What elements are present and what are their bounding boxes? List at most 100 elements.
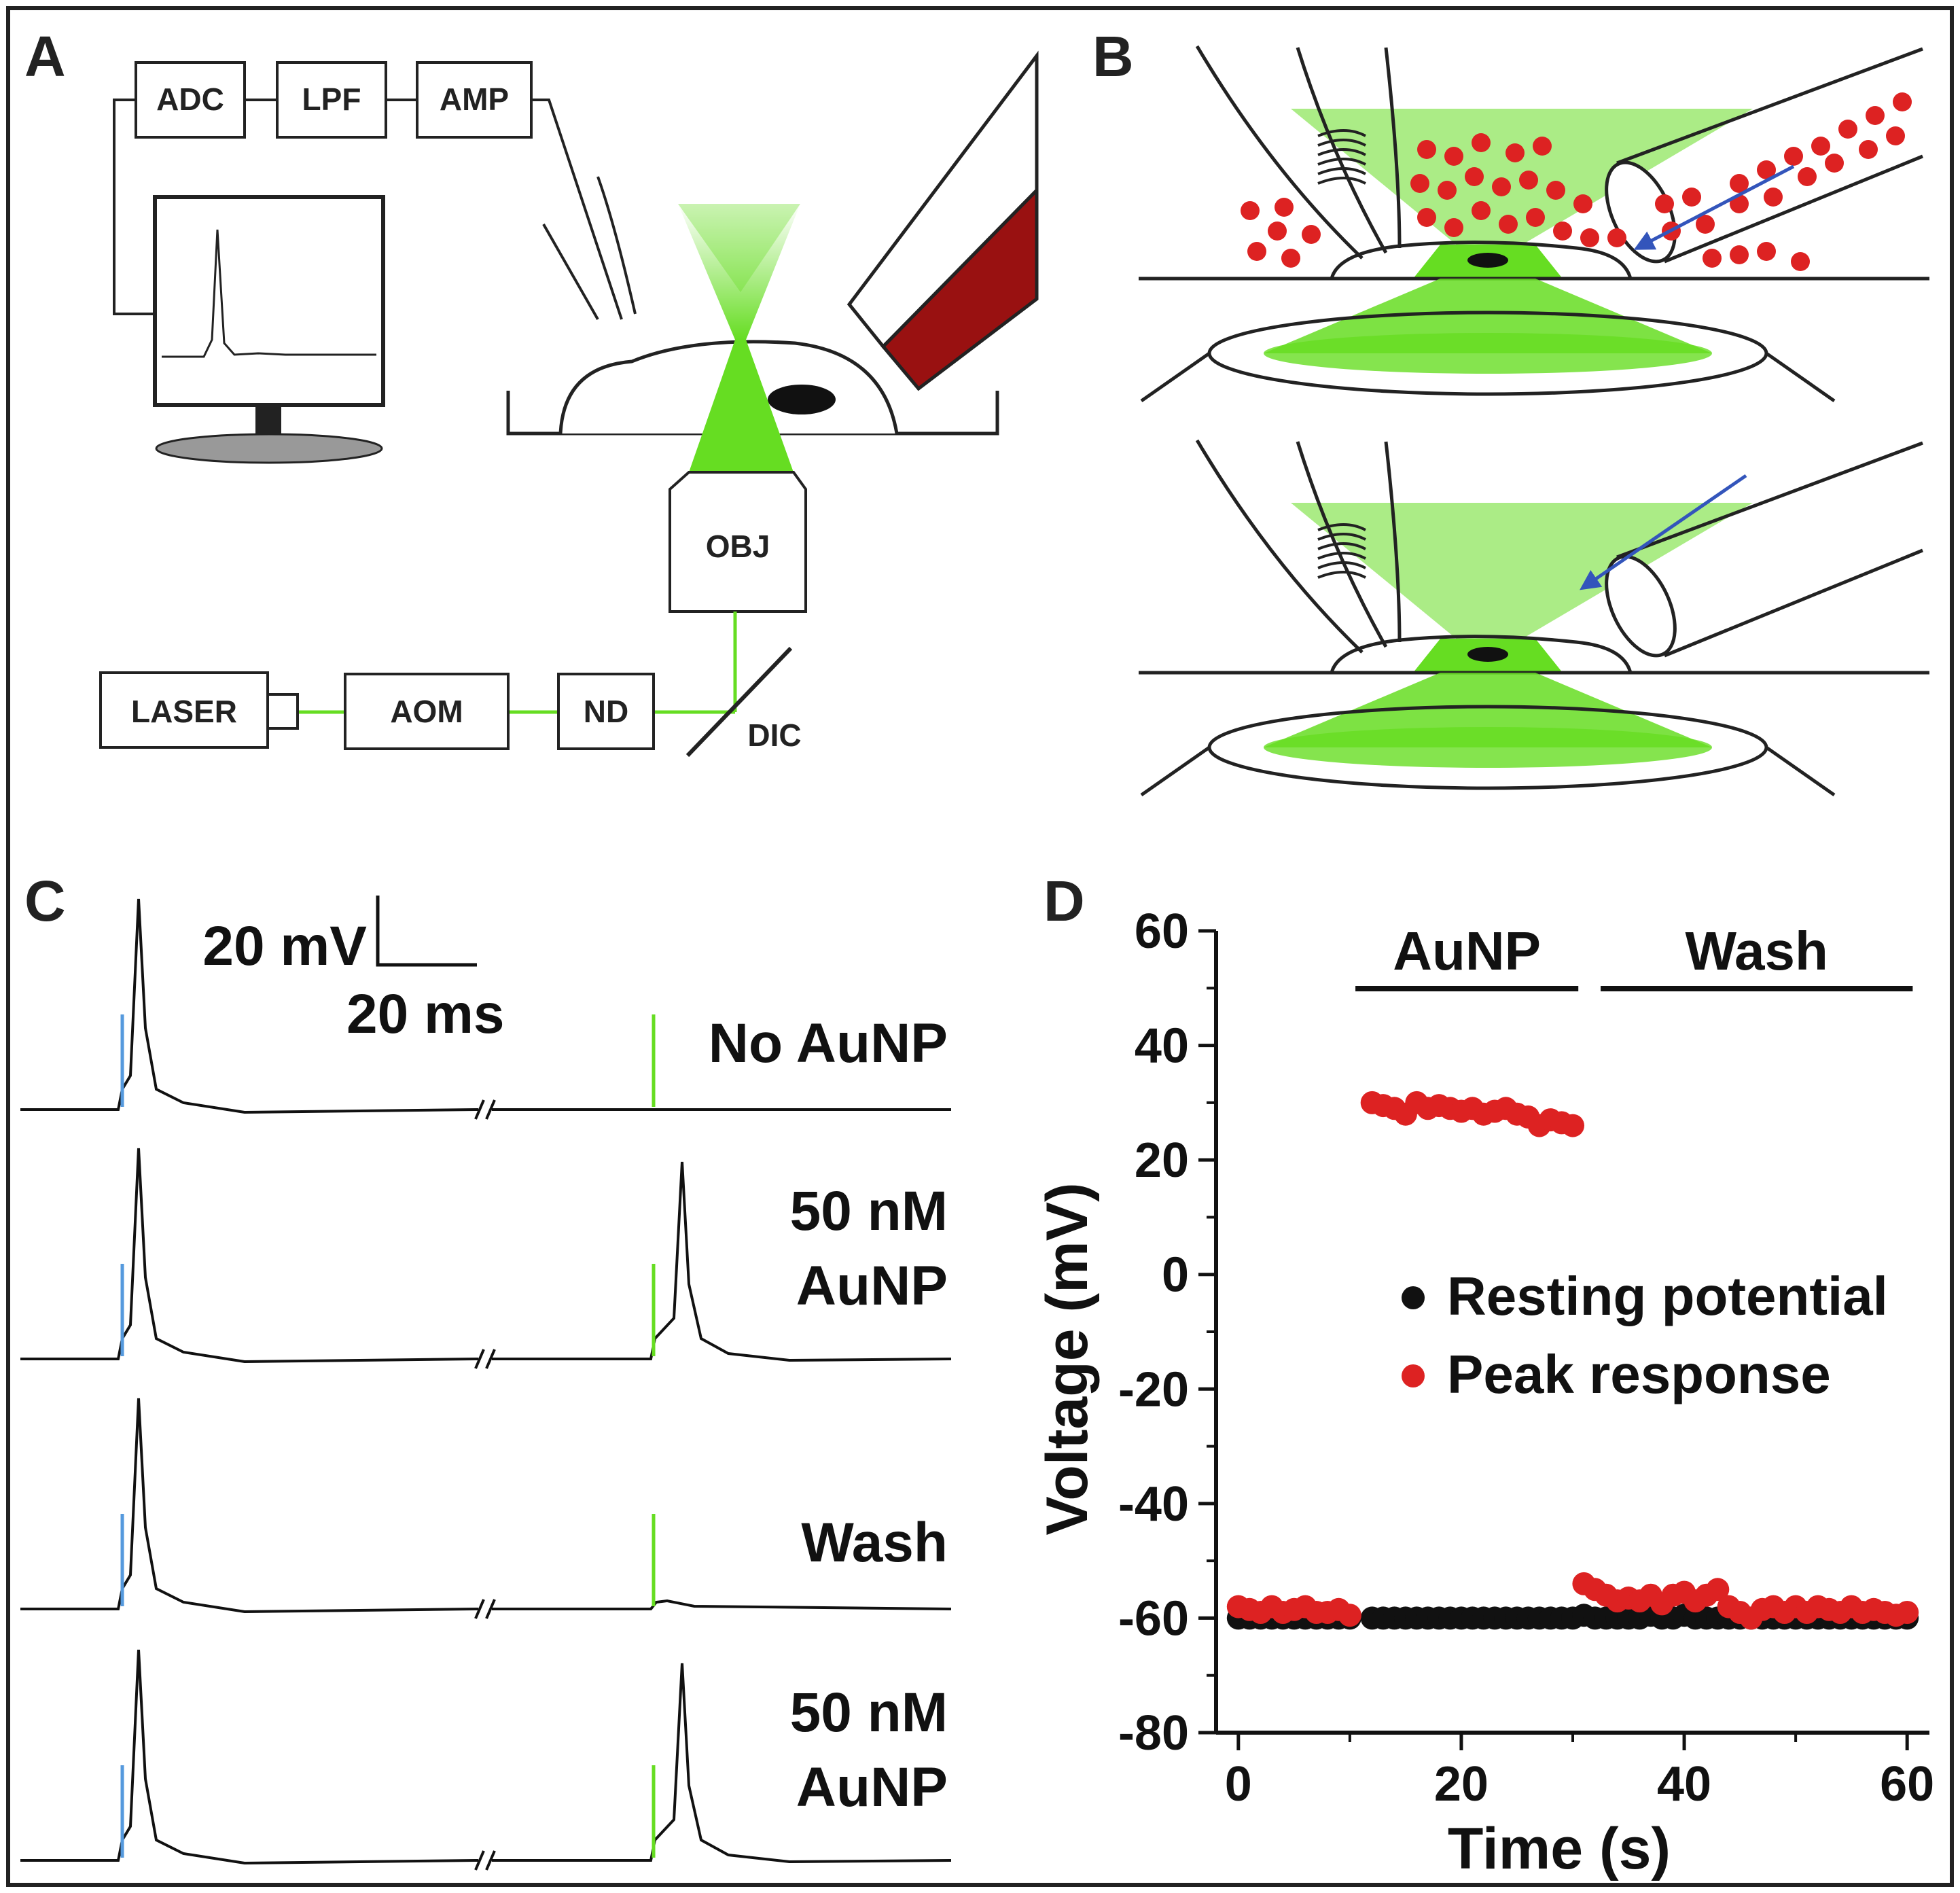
patch-pipette-wall — [1384, 441, 1402, 643]
gold-nanoparticle — [1268, 222, 1287, 241]
trace-first-segment — [20, 1649, 478, 1865]
trace-first-segment — [20, 1148, 478, 1364]
gold-nanoparticle — [1444, 218, 1463, 237]
scale-time-label: 20 ms — [346, 983, 505, 1045]
dichroic-mirror: DIC — [685, 646, 802, 758]
objective-side-left — [1140, 745, 1211, 797]
gold-nanoparticle — [1505, 143, 1525, 162]
cell-nucleus — [1467, 253, 1508, 268]
gold-nanoparticle — [1546, 181, 1565, 200]
objective-lens: OBJ — [669, 471, 807, 613]
perfusion-tube-top — [1616, 441, 1923, 559]
laser-box: LASER — [99, 671, 299, 749]
trace-label: AuNP — [796, 1255, 948, 1317]
trace-label: 50 nM — [790, 1682, 948, 1744]
axis-break-mark — [485, 1599, 496, 1619]
adc-label: ADC — [156, 82, 224, 117]
gold-nanoparticle — [1526, 208, 1545, 227]
objective-side-left — [1140, 351, 1211, 403]
figure-frame — [6, 6, 1954, 1887]
gold-nanoparticle — [1533, 137, 1552, 156]
y-tick-label: 20 — [1135, 1133, 1189, 1188]
x-axis-title: Time (s) — [1448, 1816, 1671, 1881]
gold-nanoparticle — [1281, 249, 1300, 268]
gold-nanoparticle — [1417, 208, 1436, 227]
trace-label: No AuNP — [709, 1012, 948, 1074]
gold-nanoparticle — [1791, 252, 1810, 271]
gold-nanoparticle — [1866, 106, 1885, 125]
gold-nanoparticle — [1838, 120, 1857, 139]
gold-nanoparticle — [1703, 249, 1722, 268]
gold-nanoparticle — [1241, 201, 1260, 220]
voltage-trace: 50 nM AuNP — [20, 1649, 952, 1871]
gold-nanoparticle — [1757, 242, 1776, 261]
cell-body — [1330, 241, 1633, 279]
trace-label: Wash — [801, 1512, 948, 1574]
scale-bar: 20 mV 20 ms — [202, 896, 505, 1045]
axis-break-mark — [474, 1099, 485, 1120]
y-axis-title: Voltage (mV) — [1035, 1182, 1100, 1535]
lower-light — [1264, 279, 1712, 353]
gold-nanoparticle — [1444, 147, 1463, 166]
panel-b-bottom-wash — [1139, 439, 1929, 797]
laser-label: LASER — [131, 694, 237, 729]
legend-marker — [1402, 1364, 1425, 1387]
oscilloscope-monitor — [153, 195, 385, 464]
gold-nanoparticle — [1811, 137, 1830, 156]
gold-nanoparticle — [1825, 154, 1844, 173]
gold-nanoparticle — [1730, 245, 1749, 264]
scale-voltage-label: 20 mV — [202, 915, 367, 977]
gold-nanoparticle — [1553, 222, 1572, 241]
x-tick-label: 60 — [1880, 1757, 1934, 1811]
gold-nanoparticle — [1519, 171, 1538, 190]
trace-label: AuNP — [796, 1756, 948, 1818]
optical-fiber — [847, 50, 1039, 391]
illumination-cone — [1291, 503, 1753, 659]
gold-nanoparticle — [1472, 133, 1491, 152]
x-tick-label: 0 — [1225, 1757, 1252, 1811]
trace-group: No AuNP 50 nM AuNP Wash 50 nM AuNP — [20, 898, 952, 1871]
gold-nanoparticle — [1655, 194, 1674, 213]
patch-pipette-outer — [1195, 439, 1364, 654]
gold-nanoparticle — [1859, 140, 1878, 159]
electrode-coil — [1317, 523, 1366, 579]
gold-nanoparticle — [1472, 201, 1491, 220]
beam-path — [298, 612, 737, 714]
trace-first-segment — [20, 1398, 478, 1614]
gold-nanoparticle — [1275, 198, 1294, 217]
nd-label: ND — [584, 694, 628, 729]
y-tick-label: 40 — [1135, 1019, 1189, 1074]
gold-nanoparticle — [1682, 188, 1701, 207]
gold-nanoparticle — [1247, 242, 1266, 261]
cell-nucleus — [1467, 647, 1508, 662]
dic-label: DIC — [747, 718, 801, 753]
gold-nanoparticle — [1465, 167, 1484, 186]
x-tick-label: 20 — [1434, 1757, 1489, 1811]
panel-b-perfusion-schematic: B — [1092, 24, 1929, 797]
gold-nanoparticle — [1784, 147, 1803, 166]
perfusion-tube-opening — [1605, 554, 1677, 658]
flow-arrow — [1633, 164, 1795, 250]
cell-nucleus — [768, 385, 836, 414]
gold-nanoparticle — [1893, 92, 1912, 111]
lpf-box: LPF — [276, 61, 387, 139]
y-tick-label: -60 — [1118, 1591, 1189, 1646]
axis-break-mark — [485, 1850, 496, 1871]
trace-label: 50 nM — [790, 1180, 948, 1242]
gold-nanoparticle — [1499, 215, 1518, 234]
lower-light — [1264, 673, 1712, 747]
y-tick-label: 0 — [1162, 1248, 1189, 1303]
gold-nanoparticle — [1696, 215, 1715, 234]
axis-break-mark — [485, 1349, 496, 1369]
patch-pipette-inner — [1296, 47, 1388, 254]
patch-pipette-wall — [1384, 47, 1402, 249]
patch-pipette-outer — [1195, 45, 1364, 260]
aom-box: AOM — [344, 673, 510, 750]
peak-response-point — [1561, 1114, 1584, 1137]
gold-nanoparticle — [1730, 174, 1749, 193]
